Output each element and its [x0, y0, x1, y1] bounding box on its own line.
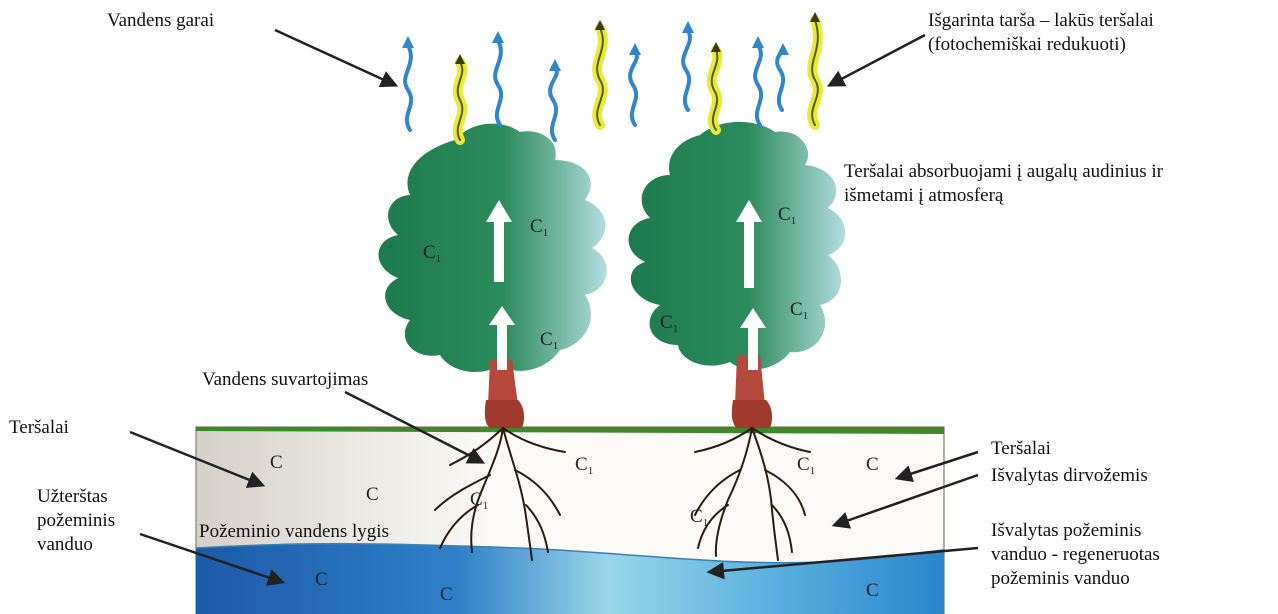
c-mark: C [315, 569, 328, 590]
pollutants-left-label: Teršalai [9, 416, 69, 440]
contaminated-gw-line1: Užterštas [37, 485, 115, 509]
water-vapor-stream [755, 45, 761, 125]
tree-left-trunk-base [485, 400, 524, 428]
vapor-streams [402, 12, 820, 140]
groundwater-level-label: Požeminio vandens lygis [199, 520, 389, 544]
tree-left [379, 124, 607, 428]
evaporated-label-line1: Išgarinta tarša – lakūs teršalai [928, 9, 1154, 33]
water-vapor-stream [777, 51, 784, 110]
absorbed-label-line1: Teršalai absorbuojami į augalų audinius … [844, 160, 1163, 184]
contaminated-gw-line2: požeminis [37, 509, 115, 533]
evaporated-label-line2: (fotochemiškai redukuoti) [928, 33, 1154, 57]
cleaned-soil-label: Išvalytas dirvožemis [991, 464, 1148, 488]
tree-right [629, 122, 846, 428]
water-uptake-label: Vandens suvartojimas [202, 368, 368, 392]
water-vapor-stream [495, 40, 501, 125]
cleaned-groundwater-label: Išvalytas požeminis vanduo - regeneruota… [991, 519, 1160, 591]
water-vapor-arrow [275, 30, 395, 85]
c-mark: C [366, 484, 379, 505]
pollutant-vapor-streams [458, 20, 818, 140]
contaminated-groundwater-label: Užterštas požeminis vanduo [37, 485, 115, 557]
evaporated-arrow [830, 35, 925, 85]
tree-left-crown [379, 124, 607, 372]
c-mark: C [440, 584, 453, 605]
absorbed-label-line2: išmetami į atmosferą [844, 184, 1163, 208]
cleaned-gw-line2: vanduo - regeneruotas [991, 543, 1160, 567]
cleaned-gw-line3: požeminis vanduo [991, 567, 1160, 591]
pollutants-right-label: Teršalai [991, 437, 1051, 461]
water-vapor-stream [405, 45, 411, 130]
water-vapor-stream [683, 30, 690, 110]
absorbed-pollutants-label: Teršalai absorbuojami į augalų audinius … [844, 160, 1163, 208]
c-mark: C [270, 452, 283, 473]
water-vapor-stream [550, 68, 557, 140]
c-mark: C [866, 454, 879, 475]
c-mark: C [866, 580, 879, 601]
pollutant-vapor-cores [458, 20, 818, 140]
contaminated-gw-line3: vanduo [37, 533, 115, 557]
cleaned-gw-line1: Išvalytas požeminis [991, 519, 1160, 543]
evaporated-pollutants-label: Išgarinta tarša – lakūs teršalai (fotoch… [928, 9, 1154, 57]
tree-right-trunk-base [732, 400, 772, 428]
water-vapor-label: Vandens garai [107, 9, 214, 33]
water-vapor-stream [630, 52, 637, 125]
